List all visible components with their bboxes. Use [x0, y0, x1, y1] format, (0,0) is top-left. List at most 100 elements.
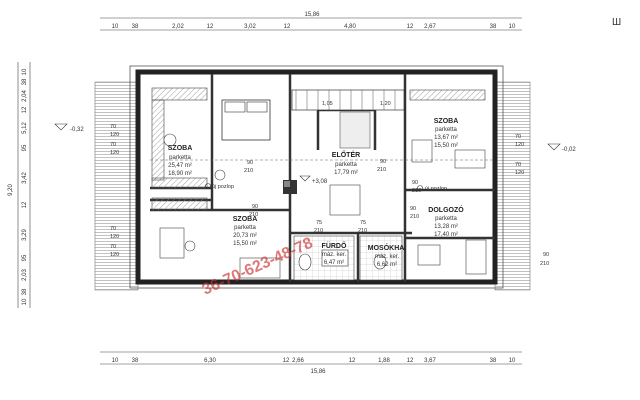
top-dim-segment: 2,02 — [172, 24, 184, 30]
room-label-hall: ELŐTÉR parketta 17,79 m² — [332, 150, 360, 176]
svg-text:6,62 m²: 6,62 m² — [377, 262, 397, 268]
svg-text:75: 75 — [360, 220, 366, 226]
room-label-bathroom: FÜRDŐ máz. ker. 6,47 m² — [322, 241, 347, 266]
top-dim-segment: 2,67 — [424, 24, 436, 30]
left-dim-segment: 10 — [22, 68, 28, 75]
double-bed — [221, 99, 271, 141]
bottom-dim-segment: 1,88 — [378, 358, 390, 364]
svg-text:parketta: parketta — [435, 216, 457, 222]
svg-text:ELŐTÉR: ELŐTÉR — [332, 150, 360, 159]
svg-text:parketta: parketta — [335, 162, 357, 168]
left-dim-segment: 95 — [22, 144, 28, 151]
svg-text:120: 120 — [110, 150, 119, 156]
exterior-walls — [129, 65, 504, 289]
left-level-mark: -0,32 — [54, 123, 84, 133]
window-labels-right-top: 70 120 70 120 — [515, 134, 524, 176]
svg-text:18,90 m²: 18,90 m² — [168, 171, 192, 177]
roof-overhang-left — [94, 81, 139, 291]
left-dimension-line: 9,20 10382,04125,12953,42123,29952,03381… — [8, 62, 31, 308]
svg-text:75: 75 — [316, 220, 322, 226]
bottom-dim-segment: 12 — [349, 358, 356, 364]
room-label-laundry: MOSÓKHA. máz. ker. 6,62 m² — [368, 243, 407, 268]
room-label-bedroom-2: SZOBA parketta 13,67 m² 15,50 m² — [434, 118, 459, 149]
room-label-office: DOLGOZÓ parketta 13,28 m² 17,40 m² — [428, 205, 464, 238]
svg-text:120: 120 — [515, 170, 524, 176]
svg-text:90: 90 — [380, 159, 386, 165]
svg-text:17,79 m²: 17,79 m² — [334, 170, 358, 176]
svg-text:17,40 m²: 17,40 m² — [434, 232, 458, 238]
svg-text:-0,32: -0,32 — [70, 127, 84, 133]
svg-text:210: 210 — [377, 167, 386, 173]
left-dim-segment: 3,29 — [22, 229, 28, 241]
bottom-dim-segment: 38 — [490, 358, 497, 364]
svg-text:70: 70 — [110, 244, 116, 250]
left-dim-segment: 5,12 — [22, 122, 28, 134]
svg-text:70: 70 — [110, 124, 116, 130]
svg-text:új pozlop: új pozlop — [425, 186, 447, 192]
svg-text:70: 70 — [110, 142, 116, 148]
svg-text:MOSÓKHA.: MOSÓKHA. — [368, 243, 407, 252]
left-dim-segment: 38 — [22, 288, 28, 295]
left-dim-segment: 12 — [22, 106, 28, 113]
svg-text:210: 210 — [540, 261, 549, 267]
svg-text:máz. ker.: máz. ker. — [375, 254, 400, 260]
svg-text:SZOBA: SZOBA — [434, 118, 459, 125]
door-labels: 90 210 90 210 90 210 90 210 90 210 75 21… — [244, 101, 549, 267]
top-dim-segment: 12 — [207, 24, 214, 30]
svg-text:210: 210 — [412, 188, 421, 194]
bottom-dim-segment: 10 — [112, 358, 119, 364]
svg-text:210: 210 — [358, 228, 367, 234]
svg-text:90: 90 — [410, 206, 416, 212]
bathroom-fixtures — [293, 235, 403, 281]
top-dim-segment: 4,80 — [344, 24, 356, 30]
room-label-bedroom-3: SZOBA parketta 20,73 m² 15,50 m² — [233, 216, 258, 247]
bottom-dim-segment: 3,67 — [424, 358, 436, 364]
furniture — [159, 133, 487, 279]
top-dim-segment: 12 — [284, 24, 291, 30]
svg-text:120: 120 — [515, 142, 524, 148]
svg-text:90: 90 — [252, 204, 258, 210]
left-dim-segment: 2,04 — [22, 90, 28, 102]
svg-text:210: 210 — [244, 168, 253, 174]
top-dim-segment: 38 — [490, 24, 497, 30]
svg-text:6,47 m²: 6,47 m² — [324, 260, 344, 266]
corner-mark: Ш — [612, 17, 621, 28]
left-dim-segment: 38 — [22, 78, 28, 85]
left-dim-segment: 12 — [22, 201, 28, 208]
svg-text:70: 70 — [515, 134, 521, 140]
bottom-dim-segment: 10 — [509, 358, 516, 364]
svg-text:SZOBA: SZOBA — [168, 145, 193, 152]
top-dim-segment: 38 — [132, 24, 139, 30]
svg-text:210: 210 — [249, 212, 258, 218]
left-dim-segment: 95 — [22, 254, 28, 261]
right-level-mark: -0,02 — [547, 143, 576, 153]
svg-text:új pozlop: új pozlop — [212, 184, 234, 190]
top-total-dim: 15,86 — [304, 12, 320, 18]
svg-text:15,50 m²: 15,50 m² — [233, 241, 257, 247]
svg-text:120: 120 — [110, 234, 119, 240]
svg-text:90: 90 — [543, 252, 549, 258]
svg-text:-0,02: -0,02 — [562, 147, 576, 153]
svg-text:90: 90 — [247, 160, 253, 166]
bottom-dim-segment: 12 — [407, 358, 414, 364]
svg-text:210: 210 — [314, 228, 323, 234]
svg-text:15,50 m²: 15,50 m² — [434, 143, 458, 149]
svg-text:DOLGOZÓ: DOLGOZÓ — [428, 205, 464, 214]
left-total-dim: 9,20 — [8, 184, 14, 196]
top-dim-segment: 3,02 — [244, 24, 256, 30]
svg-text:máz. ker.: máz. ker. — [322, 252, 347, 258]
center-level-mark: +3,08 — [299, 175, 328, 185]
bottom-dim-segment: 2,66 — [292, 358, 304, 364]
svg-text:parketta: parketta — [234, 225, 256, 231]
svg-text:70: 70 — [110, 226, 116, 232]
top-dim-segment: 10 — [112, 24, 119, 30]
built-in-cabinets — [151, 87, 486, 211]
staircase — [291, 89, 405, 149]
svg-text:13,67 m²: 13,67 m² — [434, 135, 458, 141]
svg-text:70: 70 — [515, 162, 521, 168]
left-dim-segment: 10 — [22, 298, 28, 305]
window-labels-left-top: 70 120 70 120 — [110, 124, 119, 156]
